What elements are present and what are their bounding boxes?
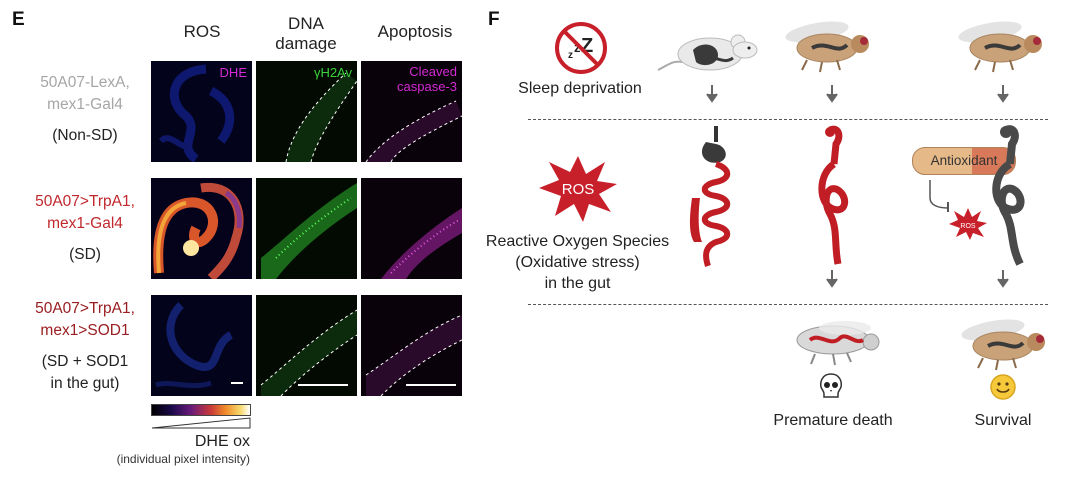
no-sleep-icon: z z Z	[555, 22, 607, 74]
image-tile-apoptosis-sd	[361, 178, 462, 279]
ros-badge-text: ROS	[562, 181, 595, 198]
condition-label: (SD + SOD1 in the gut)	[41, 353, 129, 392]
gut-icon	[992, 125, 1025, 266]
down-arrow-icon	[997, 270, 1009, 288]
colorbar-wedge	[151, 417, 251, 429]
image-tile-ros-sd-sod1	[151, 295, 252, 396]
image-tile-ros-non-sd: DHE	[151, 61, 252, 162]
antioxidant-pill: Antioxidant	[912, 147, 1016, 175]
image-tile-apoptosis-non-sd: Cleaved caspase-3	[361, 61, 462, 162]
small-ros-burst-icon: ROS	[949, 208, 987, 240]
column-header-dna-damage: DNA damage	[275, 14, 337, 53]
smiley-icon	[990, 374, 1016, 400]
gut-icon	[689, 126, 731, 267]
mouse-icon	[657, 34, 758, 71]
outcome-survival: Survival	[974, 412, 1032, 429]
condition-label: (SD)	[69, 246, 101, 263]
stain-label-cleaved-caspase: Cleaved caspase-3	[397, 64, 457, 94]
svg-text:z: z	[568, 50, 573, 61]
stage-divider	[528, 304, 1048, 305]
image-tile-dna-sd-sod1	[256, 295, 357, 396]
gut-icon	[818, 125, 849, 265]
sleep-deprivation-label: Sleep deprivation	[518, 80, 642, 97]
inhibition-arrow-icon	[929, 180, 949, 212]
dead-fly-icon	[796, 321, 880, 366]
down-arrow-icon	[997, 85, 1009, 103]
genotype-line: 50A07>TrpA1,	[35, 300, 135, 317]
small-ros-text: ROS	[960, 223, 976, 230]
panel-e-letter: E	[12, 9, 25, 30]
image-tile-apoptosis-sd-sod1	[361, 295, 462, 396]
genotype-line: mex1-Gal4	[47, 96, 123, 113]
image-tile-dna-non-sd: γH2Av	[256, 61, 357, 162]
down-arrow-icon	[826, 270, 838, 288]
skull-icon	[820, 373, 842, 398]
svg-text:z: z	[574, 40, 581, 55]
image-tile-dna-sd	[256, 178, 357, 279]
stage-divider	[528, 119, 1048, 120]
fly-icon	[958, 21, 1042, 73]
genotype-line: 50A07-LexA,	[40, 74, 130, 91]
image-tile-ros-sd	[151, 178, 252, 279]
row-label-sd: 50A07>TrpA1, mex1-Gal4 (SD)	[20, 191, 150, 266]
stain-label-gh2av: γH2Av	[313, 65, 352, 80]
column-header-apoptosis: Apoptosis	[377, 22, 453, 41]
row-label-sd-sod1: 50A07>TrpA1, mex1>SOD1 (SD + SOD1 in the…	[20, 298, 150, 395]
row-label-non-sd: 50A07-LexA, mex1-Gal4 (Non-SD)	[20, 72, 150, 147]
outcome-premature-death: Premature death	[773, 412, 893, 429]
stain-label-dhe: DHE	[219, 65, 247, 80]
genotype-line: 50A07>TrpA1,	[35, 193, 135, 210]
condition-label: (Non-SD)	[52, 127, 118, 144]
column-header-ros: ROS	[183, 22, 221, 41]
down-arrow-icon	[706, 85, 718, 103]
panel-f-letter: F	[488, 9, 500, 30]
fly-icon	[785, 21, 869, 73]
colorbar-title: DHE ox	[194, 433, 250, 450]
genotype-line: mex1-Gal4	[47, 215, 123, 232]
colorbar	[151, 404, 251, 416]
ros-burst-icon: ROS	[539, 156, 617, 222]
fly-icon	[961, 319, 1045, 371]
genotype-line: mex1>SOD1	[40, 322, 130, 339]
colorbar-subtitle: (individual pixel intensity)	[116, 452, 250, 466]
down-arrow-icon	[826, 85, 838, 103]
ros-caption: Reactive Oxygen Species (Oxidative stres…	[485, 233, 670, 292]
